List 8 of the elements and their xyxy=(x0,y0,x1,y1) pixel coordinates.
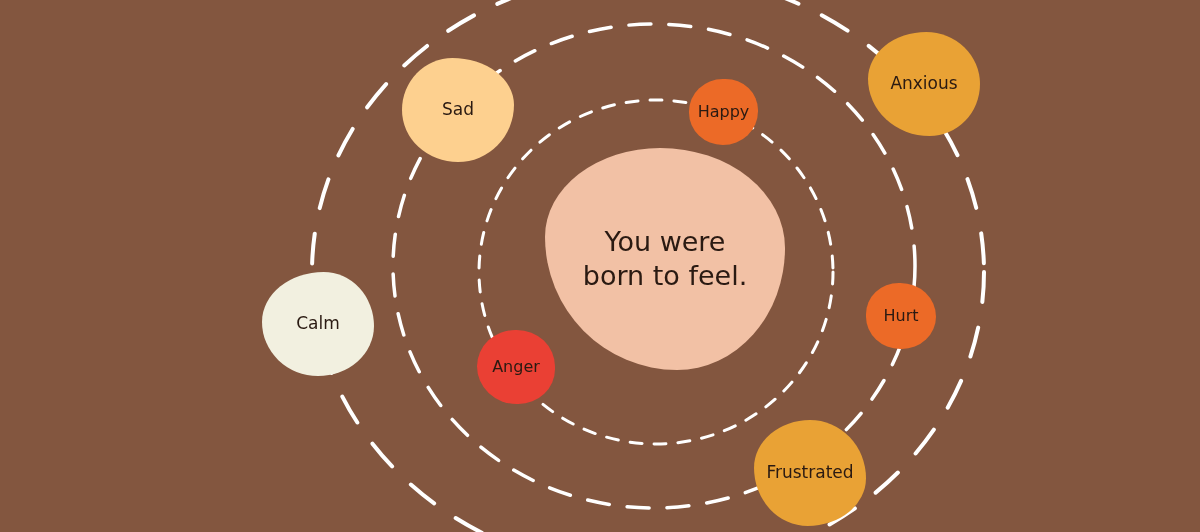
blob-label: Anger xyxy=(492,357,540,377)
blob-label: Happy xyxy=(697,102,750,122)
blob-label: Frustrated xyxy=(766,462,854,484)
blob-label: Sad xyxy=(441,99,475,121)
blob-label: Anxious xyxy=(889,73,959,95)
blob-label: Hurt xyxy=(883,306,919,326)
blob-label: Calm xyxy=(295,313,341,335)
blob-label: You were born to feel. xyxy=(581,225,749,293)
